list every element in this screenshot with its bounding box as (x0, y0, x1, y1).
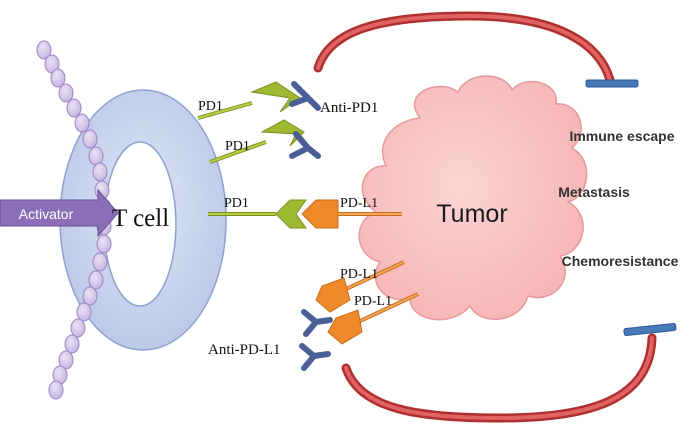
tumor (358, 75, 588, 321)
pdl1-label-bound: PD-L1 (340, 196, 378, 211)
tumor-label: Tumor (436, 200, 507, 228)
t-cell-label: T cell (112, 205, 169, 232)
anti-pdl1-label: Anti-PD-L1 (208, 342, 281, 358)
bead (88, 270, 104, 290)
pd1-label-top: PD1 (198, 99, 223, 114)
bead (58, 350, 74, 370)
bead (74, 113, 90, 133)
bead (82, 286, 98, 306)
bead (88, 146, 104, 166)
pdl1-ligand-lower-1 (315, 260, 405, 313)
bead (96, 234, 112, 254)
pdl1-label-lower-2: PD-L1 (354, 294, 392, 309)
outcome-immune-escape: Immune escape (569, 128, 674, 144)
pdl1-label-lower-1: PD-L1 (340, 267, 378, 282)
bead (66, 98, 82, 118)
pd1-label-bound: PD1 (224, 196, 249, 211)
bead (92, 252, 108, 272)
pdl1-ligand-bound (301, 199, 402, 229)
upper-inhibition-arrow (313, 11, 639, 88)
upper-inhibition-bar (585, 79, 639, 88)
bead (70, 318, 86, 338)
anti-pdl1-antibody-2 (299, 343, 331, 371)
bead (92, 162, 108, 182)
anti-pd1-antibody-top (289, 81, 321, 111)
pd1-label-middle: PD1 (225, 139, 250, 154)
bead (64, 334, 80, 354)
bead (82, 129, 98, 149)
bead (36, 40, 52, 60)
outcome-chemoresistance: Chemoresistance (562, 253, 679, 269)
bead (58, 83, 74, 103)
anti-pdl1-antibody-1 (301, 309, 333, 337)
lower-inhibition-bar (623, 323, 677, 337)
pd1-receptor-bound (208, 199, 307, 229)
bead (48, 380, 64, 400)
bead (50, 68, 66, 88)
activator-arrow: Activator (0, 188, 119, 238)
lower-inhibition-arrow (341, 323, 677, 423)
activator-label: Activator (19, 206, 74, 222)
anti-pd1-antibody-middle (289, 131, 321, 159)
bead (76, 302, 92, 322)
anti-pd1-label: Anti-PD1 (320, 100, 378, 116)
outcome-metastasis: Metastasis (558, 184, 630, 200)
pd1-receptor-top (197, 81, 301, 120)
pdl1-ligand-lower-2 (327, 292, 419, 345)
